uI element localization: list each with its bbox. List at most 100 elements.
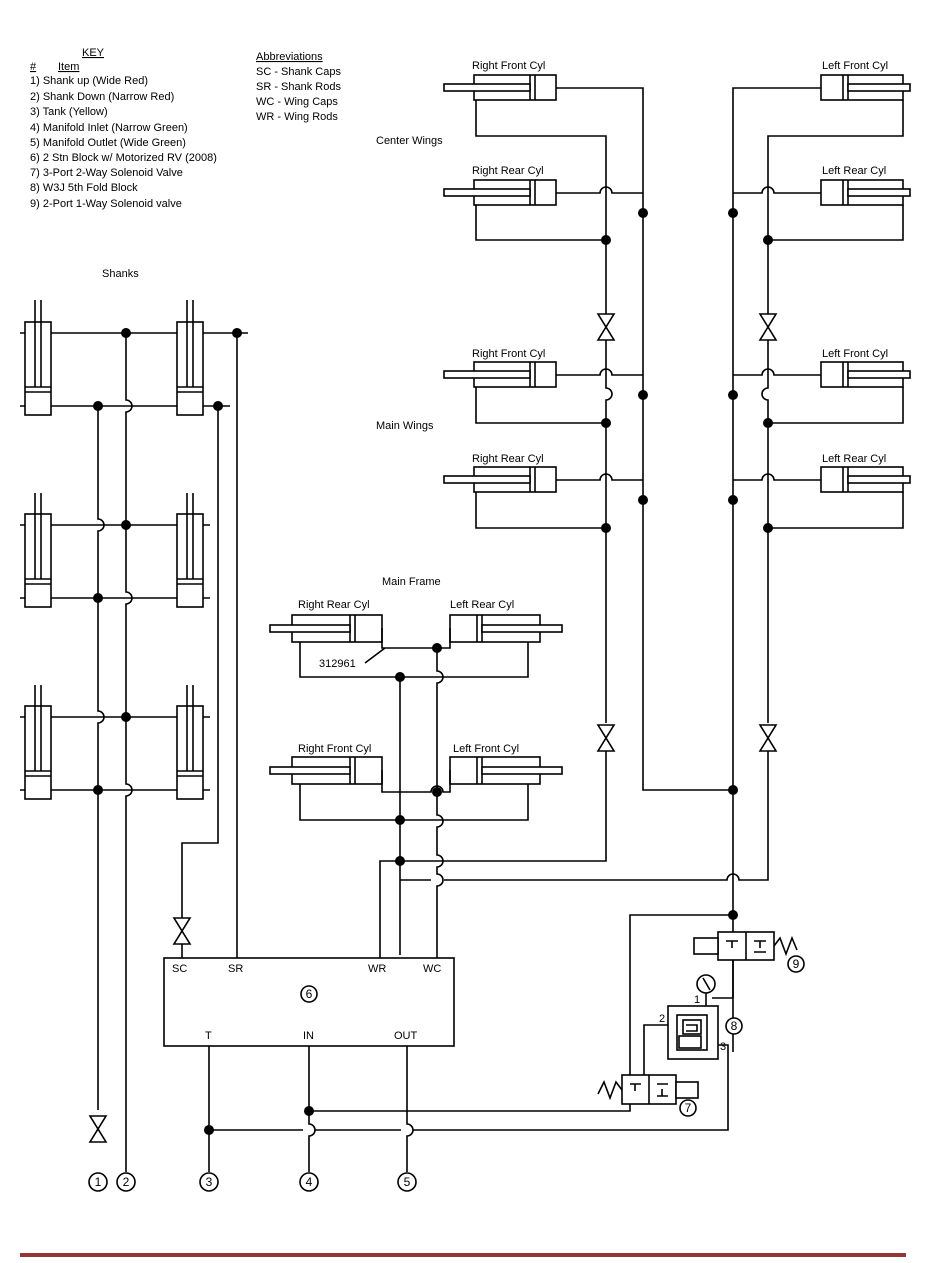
section-label-shanks: Shanks <box>102 268 139 280</box>
pressure-gauge-icon <box>696 974 716 994</box>
valve-cluster: 9 1 2 3 8 <box>597 910 805 1117</box>
abbreviation-item: SC - Shank Caps <box>256 66 341 78</box>
legend-abbreviations: Abbreviations SC - Shank Caps SR - Shank… <box>256 51 341 123</box>
fold-port-3: 3 <box>720 1041 726 1053</box>
wing-lines <box>400 87 904 1052</box>
check-valve <box>88 1115 108 1143</box>
check-valves <box>88 313 778 1143</box>
key-title: KEY <box>82 47 105 59</box>
cylinder-left-front-center <box>820 74 911 101</box>
svg-text:5: 5 <box>404 1175 411 1189</box>
terminal-1: 1 <box>88 1172 108 1192</box>
cylinder-label: Left Rear Cyl <box>450 599 514 611</box>
key-item: 7) 3-Port 2-Way Solenoid Valve <box>30 167 183 179</box>
component-id-9: 9 <box>793 957 800 971</box>
key-item: 3) Tank (Yellow) <box>30 106 108 118</box>
port-label-wc: WC <box>423 963 441 975</box>
cylinder-right-front-frame <box>269 756 383 785</box>
shank-cylinder <box>176 685 204 800</box>
port-label-sr: SR <box>228 963 243 975</box>
key-item: 5) Manifold Outlet (Wide Green) <box>30 137 186 149</box>
cylinder-label: Left Front Cyl <box>453 743 519 755</box>
shank-cylinder <box>176 493 204 608</box>
key-item: 8) W3J 5th Fold Block <box>30 182 138 194</box>
wing-cylinders <box>443 74 911 493</box>
check-valve <box>596 724 616 752</box>
manifold-id: 6 <box>306 987 313 1001</box>
main-frame-cylinders <box>269 614 563 785</box>
manifold-block: SC SR WR WC T IN OUT 6 <box>163 957 455 1047</box>
svg-text:2: 2 <box>123 1175 130 1189</box>
cylinder-right-rear-frame <box>269 614 383 643</box>
port-label-sc: SC <box>172 963 187 975</box>
cylinder-right-front-main <box>443 361 557 388</box>
fold-port-1: 1 <box>694 994 700 1006</box>
component-id-8: 8 <box>731 1019 738 1033</box>
cylinder-left-rear-center <box>820 179 911 206</box>
port-label-t: T <box>205 1030 212 1042</box>
abbreviation-item: WR - Wing Rods <box>256 111 338 123</box>
main-frame-lines: 312961 <box>299 628 529 958</box>
abbreviation-item: SR - Shank Rods <box>256 81 341 93</box>
check-valve <box>758 313 778 341</box>
solenoid-valve-7: 7 <box>597 1074 699 1117</box>
cylinder-right-rear-center <box>443 179 557 206</box>
section-label-main-wings: Main Wings <box>376 420 434 432</box>
fold-block-8: 2 3 8 <box>659 1005 743 1060</box>
cylinder-left-rear-main <box>820 466 911 493</box>
key-item: 9) 2-Port 1-Way Solenoid valve <box>30 198 182 210</box>
shank-cylinder <box>24 300 52 416</box>
svg-text:4: 4 <box>306 1175 313 1189</box>
section-label-main-frame: Main Frame <box>382 576 441 588</box>
terminal-4: 4 <box>299 1172 319 1192</box>
fold-port-2: 2 <box>659 1013 665 1025</box>
section-label-center-wings: Center Wings <box>376 135 443 147</box>
shank-lines <box>93 328 242 1172</box>
port-label-wr: WR <box>368 963 386 975</box>
check-valve <box>172 917 192 945</box>
key-item: 2) Shank Down (Narrow Red) <box>30 91 174 103</box>
shank-cylinder <box>24 685 52 800</box>
cylinder-right-front-center <box>443 74 557 101</box>
cylinder-label: Right Front Cyl <box>298 743 371 755</box>
terminal-5: 5 <box>397 1172 417 1192</box>
port-label-out: OUT <box>394 1030 418 1042</box>
cylinder-label: Left Front Cyl <box>822 60 888 72</box>
abbreviations-title: Abbreviations <box>256 51 323 63</box>
svg-text:3: 3 <box>206 1175 213 1189</box>
shank-cylinder <box>176 300 204 416</box>
cylinder-right-rear-main <box>443 466 557 493</box>
part-number-label: 312961 <box>319 658 356 670</box>
check-valve <box>758 724 778 752</box>
terminal-3: 3 <box>199 1172 219 1192</box>
shank-cylinder <box>24 493 52 608</box>
cylinder-label: Right Front Cyl <box>472 348 545 360</box>
key-col-num: # <box>30 61 37 73</box>
cylinder-label: Left Front Cyl <box>822 348 888 360</box>
svg-text:1: 1 <box>95 1175 102 1189</box>
terminal-2: 2 <box>116 1172 136 1192</box>
port-label-in: IN <box>303 1030 314 1042</box>
cylinder-label: Right Rear Cyl <box>298 599 370 611</box>
cylinder-left-front-frame <box>449 756 563 785</box>
solenoid-valve-9: 9 <box>693 931 805 973</box>
check-valve <box>596 313 616 341</box>
component-id-7: 7 <box>685 1101 692 1115</box>
manifold-bottom-lines <box>204 1044 729 1172</box>
legend-key: KEY # Item 1) Shank up (Wide Red) 2) Sha… <box>30 47 217 210</box>
terminals: 1 2 3 4 5 <box>88 1172 417 1192</box>
key-item: 4) Manifold Inlet (Narrow Green) <box>30 122 188 134</box>
cylinder-left-front-main <box>820 361 911 388</box>
cylinder-label: Right Rear Cyl <box>472 165 544 177</box>
key-col-item: Item <box>58 61 79 73</box>
cylinder-left-rear-frame <box>449 614 563 643</box>
cylinder-label: Right Rear Cyl <box>472 453 544 465</box>
cylinder-label: Right Front Cyl <box>472 60 545 72</box>
abbreviation-item: WC - Wing Caps <box>256 96 338 108</box>
cylinder-labels: Right Front Cyl Left Front Cyl Right Rea… <box>298 60 888 755</box>
shank-cylinders <box>20 300 248 800</box>
cylinder-label: Left Rear Cyl <box>822 165 886 177</box>
cylinder-label: Left Rear Cyl <box>822 453 886 465</box>
key-item: 1) Shank up (Wide Red) <box>30 75 148 87</box>
